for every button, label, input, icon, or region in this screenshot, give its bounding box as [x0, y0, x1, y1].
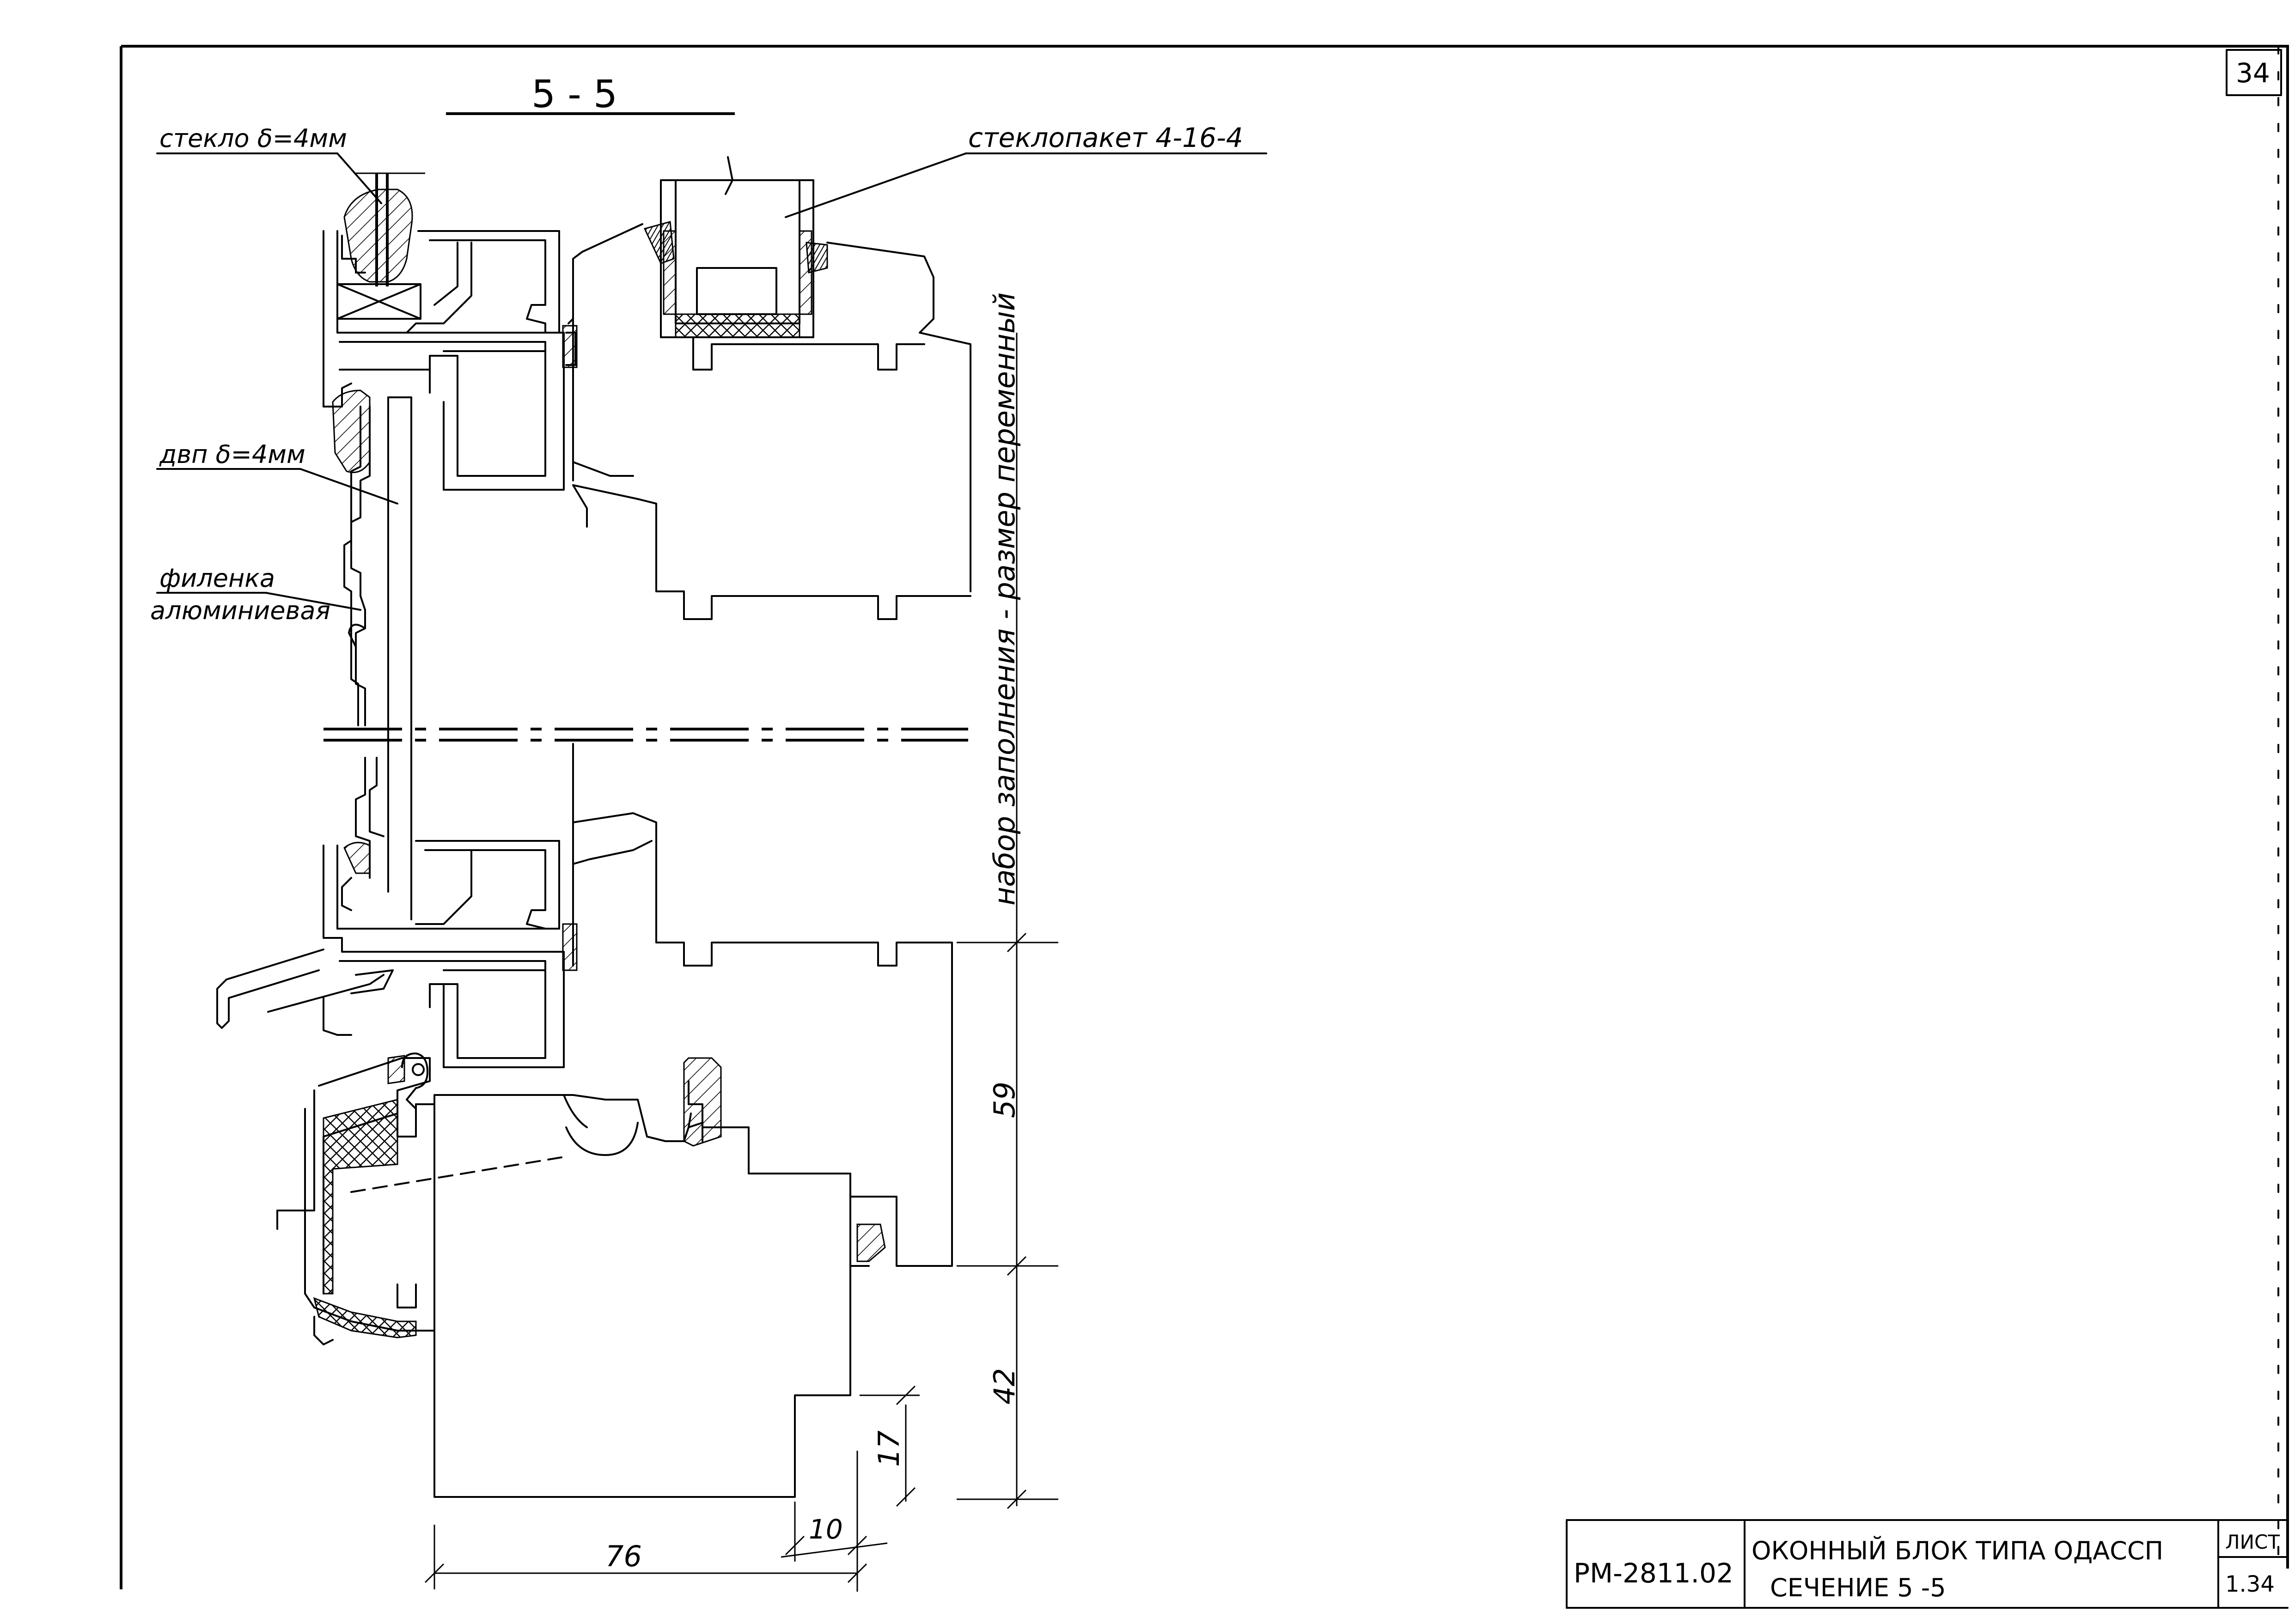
dvp-panel [343, 396, 412, 920]
dim-10: 10 [809, 1514, 843, 1545]
double-glazing-unit [572, 156, 971, 620]
label-panel-line2: алюминиевая [150, 596, 330, 625]
label-dvp: двп δ=4мм [159, 440, 305, 469]
dim-76: 76 [605, 1539, 642, 1573]
top-sash-profile [323, 172, 578, 491]
section-title: 5 - 5 [531, 73, 617, 116]
dim-42: 42 [988, 1368, 1021, 1405]
sill-assembly [276, 1052, 886, 1498]
corner-sheet-number: 34 [2236, 57, 2270, 89]
label-double-glazing: стеклопакет 4-16-4 [968, 122, 1243, 153]
leader-labels: стекло δ=4мм стеклопакет 4-16-4 двп δ=4м… [150, 122, 1267, 625]
dimension-lines [424, 333, 1058, 1592]
section-title-group: 5 - 5 [446, 73, 735, 116]
sheet-number: 1.34 [2225, 1571, 2275, 1597]
title-block: РМ-2811.02 ОКОННЫЙ БЛОК ТИПА ОДАССП СЕЧЕ… [1566, 1519, 2289, 1609]
sheet-label: ЛИСТ [2225, 1531, 2280, 1553]
vertical-note: набор заполнения - размер переменный [988, 292, 1021, 906]
dim-17: 17 [872, 1430, 906, 1467]
label-panel-line1: филенка [159, 564, 275, 593]
break-line [323, 728, 968, 742]
label-glass: стекло δ=4мм [159, 124, 347, 153]
dim-59: 59 [988, 1082, 1021, 1118]
drawing-code: РМ-2811.02 [1574, 1557, 1733, 1589]
lower-sash-profile [216, 743, 953, 1267]
corner-sheet-box: 34 [2226, 49, 2282, 96]
dimension-texts: 59 42 17 10 76 [605, 1082, 1021, 1573]
drawing-title-line2: СЕЧЕНИЕ 5 -5 [1770, 1573, 1946, 1602]
sheet-frame [120, 45, 2289, 1609]
drawing-title-line1: ОКОННЫЙ БЛОК ТИПА ОДАССП [1752, 1536, 2163, 1565]
